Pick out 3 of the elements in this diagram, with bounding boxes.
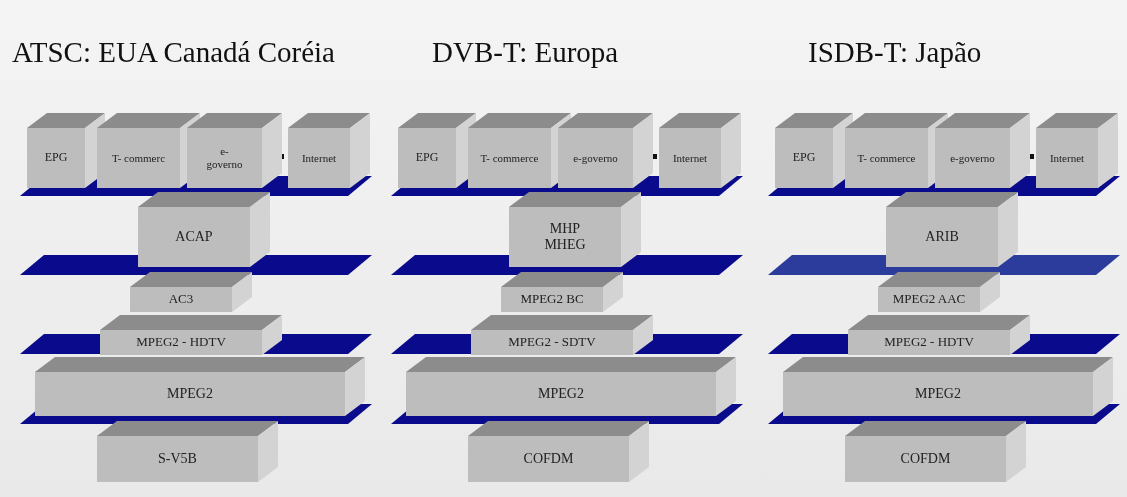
column-heading: ISDB-T: Japão (808, 36, 982, 69)
column-heading: DVB-T: Europa (432, 36, 619, 69)
column-heading: ATSC: EUA Canadá Coréia (12, 36, 335, 69)
